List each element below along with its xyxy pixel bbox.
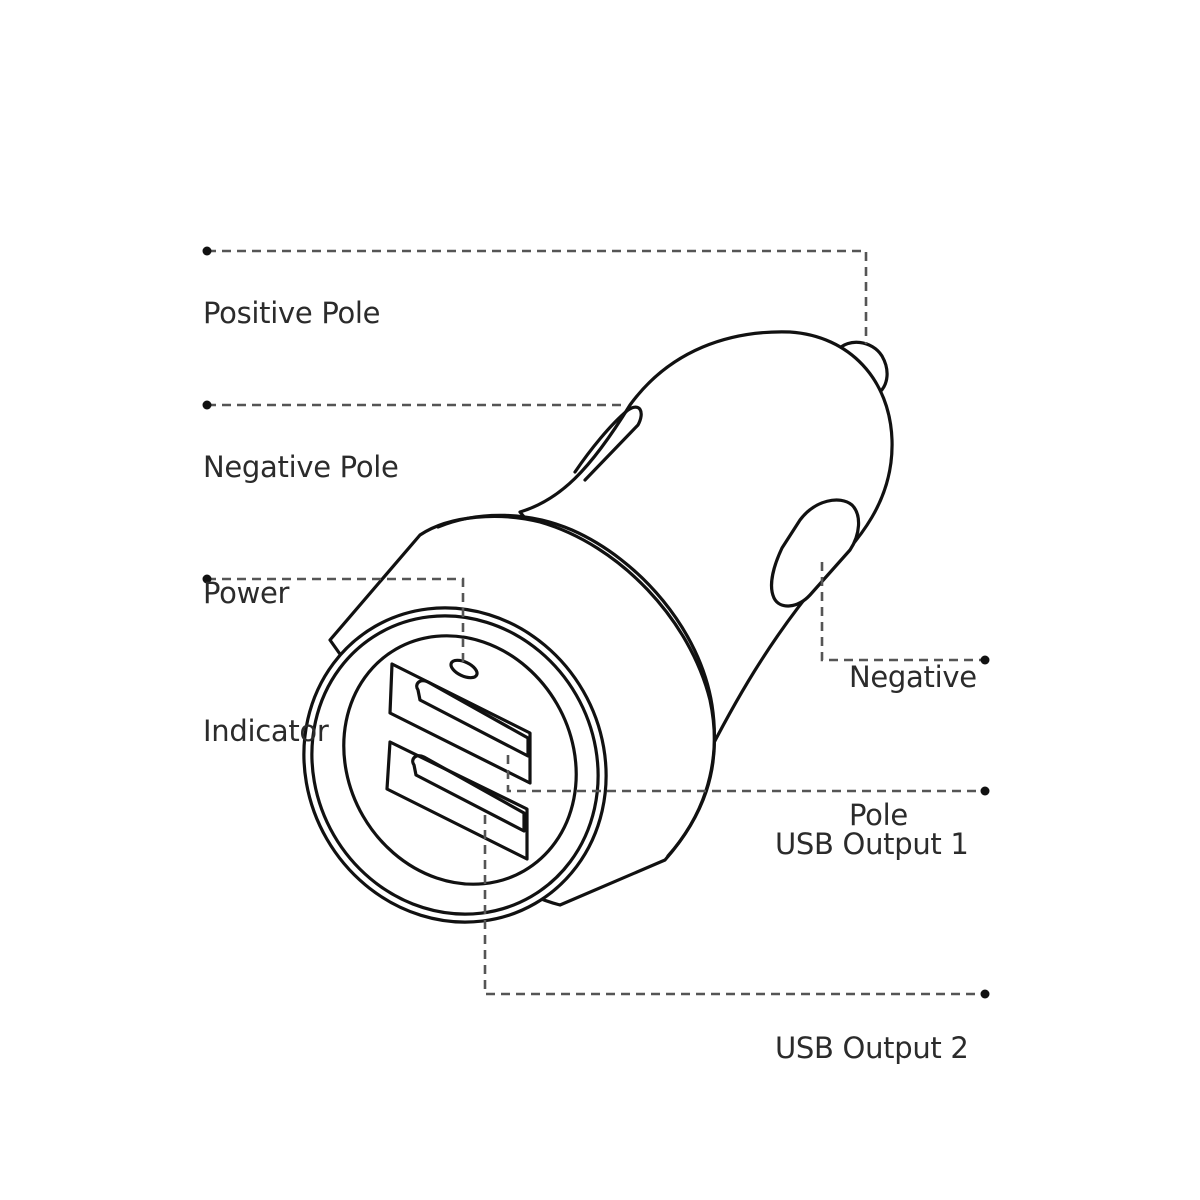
leader-usb-output-1 (506, 755, 985, 793)
front-face-outer-ring (302, 606, 608, 924)
usb-port-1 (388, 662, 532, 785)
leader-lines (202, 246, 990, 999)
power-indicator-led (449, 658, 479, 680)
label-negative-pole-right: Negative Pole (849, 660, 977, 832)
label-usb-output-1: USB Output 1 (775, 827, 969, 861)
label-positive-pole: Positive Pole (203, 296, 381, 330)
label-usb-output-2: USB Output 2 (775, 1031, 969, 1065)
label-power-indicator: Power Indicator (203, 576, 329, 748)
negative-pole-left-spring (573, 405, 643, 482)
leader-power-indicator (207, 577, 465, 664)
front-face-inner (342, 634, 578, 886)
leader-negative-pole-right (820, 562, 985, 662)
label-negative-pole-left: Negative Pole (203, 450, 399, 484)
leader-dot-usb-output-1 (980, 786, 990, 796)
leader-dot-positive-pole (202, 246, 212, 256)
usb-port-2 (385, 740, 529, 861)
charger-illustration (302, 330, 894, 924)
leader-dot-power-indicator (202, 574, 212, 584)
leader-usb-output-2 (483, 815, 985, 996)
leader-positive-pole (207, 249, 868, 344)
negative-pole-right-spring (769, 498, 861, 608)
leader-dot-negative-pole-left (202, 400, 212, 410)
leader-dot-usb-output-2 (980, 989, 990, 999)
leader-dot-negative-pole-right (980, 655, 990, 665)
